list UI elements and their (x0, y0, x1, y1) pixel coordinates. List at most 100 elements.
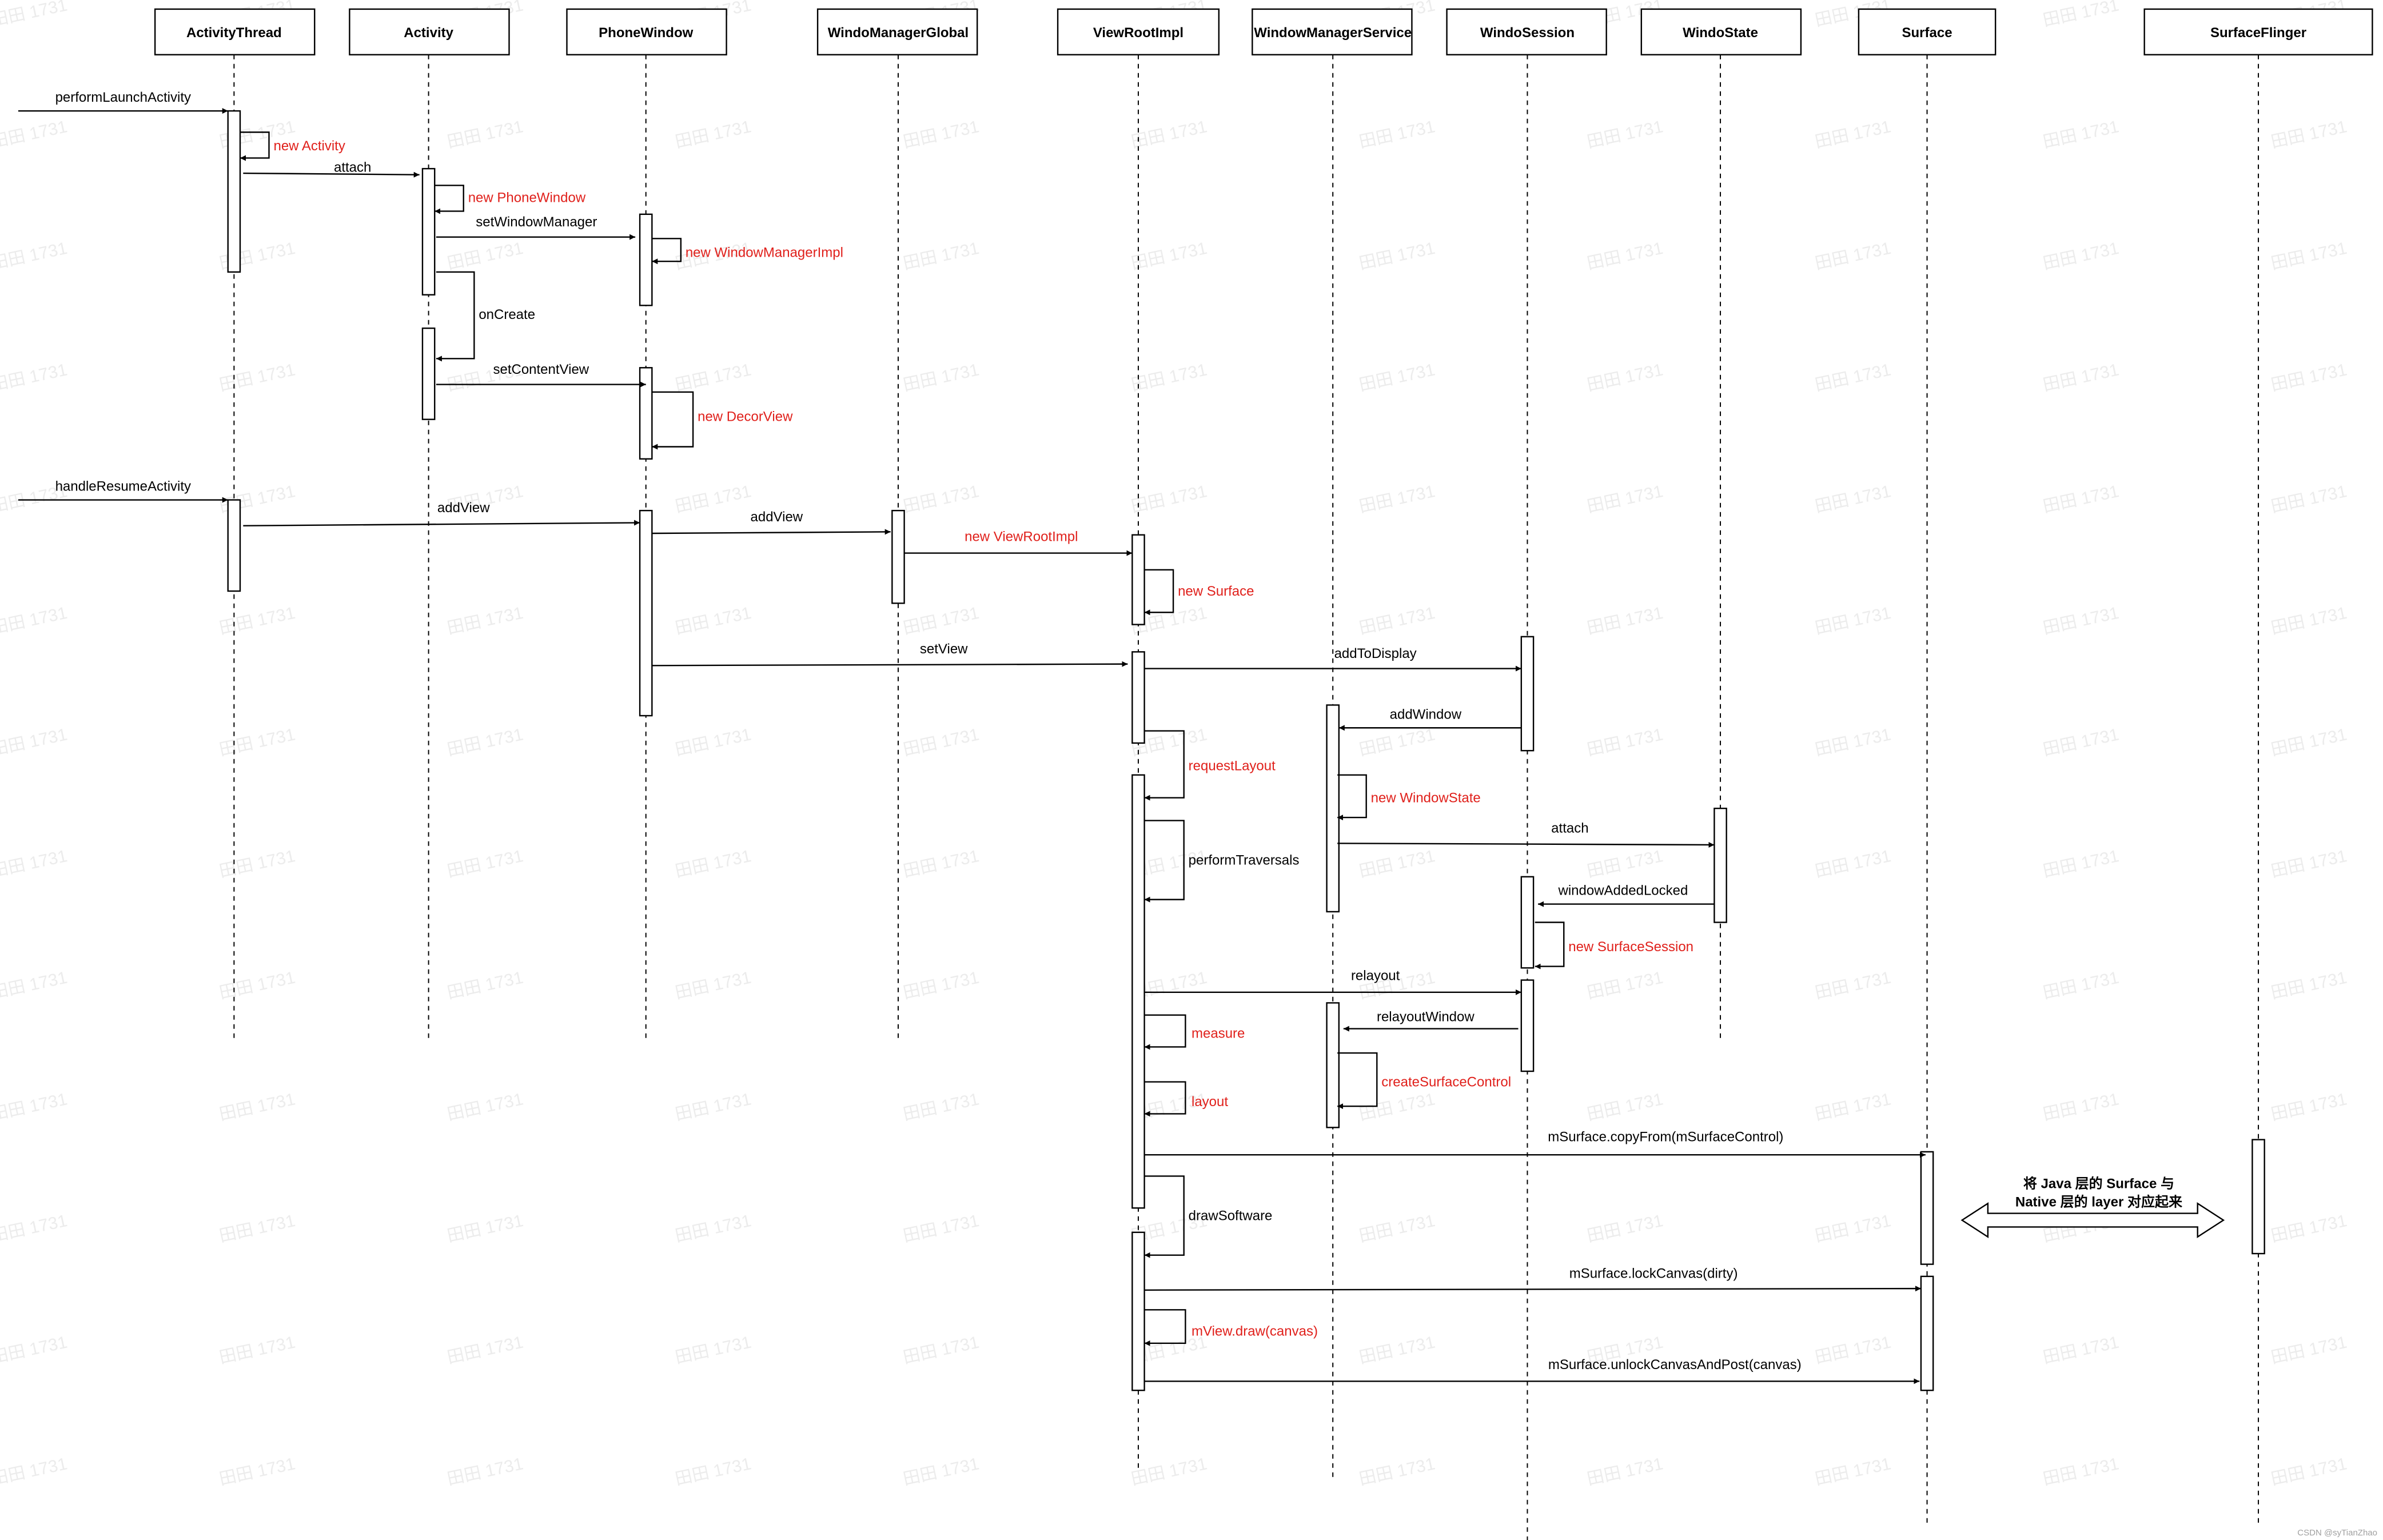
watermark-text: 田田 1731 (2269, 968, 2349, 1003)
watermark-text: 田田 1731 (445, 847, 525, 881)
self-message-arrow (1144, 1175, 1185, 1258)
self-message-arrow (1144, 1081, 1186, 1117)
activation-window-manager-service (1326, 1002, 1340, 1128)
message-addtodisplay: addToDisplay (1144, 646, 1521, 672)
watermark-text: 田田 1731 (0, 1454, 69, 1489)
activation-surface (1920, 1275, 1934, 1391)
watermark-text: 田田 1731 (2041, 725, 2121, 759)
participant-box (816, 8, 978, 55)
watermark-text: 田田 1731 (217, 725, 297, 759)
watermark-text: 田田 1731 (674, 482, 753, 516)
watermark-text: 田田 1731 (1585, 1090, 1665, 1124)
watermark-text: 田田 1731 (2041, 1090, 2121, 1124)
message-label: new DecorView (698, 409, 793, 424)
message-label: setView (920, 641, 968, 657)
watermark-text: 田田 1731 (1813, 968, 1892, 1003)
watermark-text: 田田 1731 (445, 1454, 525, 1489)
message-label: drawSoftware (1189, 1208, 1273, 1224)
watermark-text: 田田 1731 (1129, 1454, 1209, 1489)
watermark-text: 田田 1731 (0, 117, 69, 151)
message-label: handleResumeActivity (55, 479, 191, 494)
activation-activity (421, 167, 436, 296)
message-label: attach (1551, 821, 1588, 836)
watermark-text: 田田 1731 (1813, 482, 1892, 516)
watermark-text: 田田 1731 (217, 968, 297, 1003)
watermark-text: 田田 1731 (902, 360, 981, 394)
message-msurface-copyfrom-msurfacecontrol: mSurface.copyFrom(mSurfaceControl) (1144, 1129, 1926, 1158)
watermark-text: 田田 1731 (674, 1333, 753, 1367)
watermark-text: 田田 1731 (674, 1090, 753, 1124)
message-label: relayout (1351, 968, 1400, 984)
activation-phone-window (639, 509, 653, 717)
message-label: mSurface.unlockCanvasAndPost(canvas) (1548, 1357, 1802, 1373)
watermark-text: 田田 1731 (2041, 239, 2121, 273)
watermark-text: 田田 1731 (674, 360, 753, 394)
message-attach: attach (243, 159, 420, 178)
activation-windo-session (1520, 979, 1535, 1072)
credit-text: CSDN @syTianZhao (2297, 1528, 2377, 1538)
participant-surface-flinger: SurfaceFlinger (2143, 8, 2373, 55)
self-message-arrow (1144, 1309, 1186, 1346)
watermark-text: 田田 1731 (2041, 482, 2121, 516)
watermark-text: 田田 1731 (2041, 1333, 2121, 1367)
watermark-text: 田田 1731 (1813, 117, 1892, 151)
message-performlaunchactivity: performLaunchActivity (18, 90, 228, 114)
watermark-text: 田田 1731 (217, 360, 297, 394)
participant-view-root-impl: ViewRootImpl (1057, 8, 1220, 55)
participant-box (349, 8, 510, 55)
message-label: new ViewRootImpl (965, 529, 1078, 544)
self-message-arrow (652, 238, 682, 265)
message-label: mSurface.copyFrom(mSurfaceControl) (1548, 1129, 1783, 1144)
participant-label: ActivityThread (186, 25, 282, 41)
watermark-text: 田田 1731 (217, 1454, 297, 1489)
message-label: addView (751, 509, 803, 525)
watermark-text: 田田 1731 (0, 968, 69, 1003)
watermark-text: 田田 1731 (2269, 1211, 2349, 1246)
message-label: layout (1192, 1094, 1228, 1110)
self-message-arrow (240, 131, 270, 161)
watermark-text: 田田 1731 (2041, 604, 2121, 638)
watermark-text: 田田 1731 (2041, 0, 2121, 30)
activation-windo-session (1520, 636, 1535, 752)
watermark-text: 田田 1731 (2269, 117, 2349, 151)
watermark-text: 田田 1731 (1585, 847, 1665, 881)
activation-windo-state (1713, 807, 1727, 923)
participant-box (1640, 8, 1802, 55)
message-label: new Activity (273, 138, 345, 154)
watermark-text: 田田 1731 (902, 604, 981, 638)
participant-label: WindowManagerService (1254, 25, 1412, 41)
participant-label: WindoState (1683, 25, 1758, 41)
message-addwindow: addWindow (1338, 707, 1521, 731)
message-label: attach (334, 159, 371, 175)
message-layout: layout (1144, 1081, 1228, 1117)
watermark-text: 田田 1731 (1585, 1454, 1665, 1489)
participant-label: WindoManagerGlobal (828, 25, 969, 41)
participant-window-manager-service: WindowManagerService (1252, 8, 1413, 55)
watermark-text: 田田 1731 (1357, 1454, 1437, 1489)
participant-label: Activity (404, 25, 453, 41)
watermark-text: 田田 1731 (2269, 239, 2349, 273)
watermark-text: 田田 1731 (445, 604, 525, 638)
participant-box (2143, 8, 2373, 55)
message-relayout: relayout (1144, 968, 1521, 995)
message-addview: addView (652, 509, 891, 535)
self-message-arrow (1337, 774, 1367, 821)
watermark-text: 田田 1731 (2269, 482, 2349, 516)
message-new-activity: new Activity (240, 131, 345, 161)
message-label: new WindowState (1371, 791, 1481, 806)
watermark-text: 田田 1731 (1813, 1454, 1892, 1489)
watermark-text: 田田 1731 (902, 1333, 981, 1367)
watermark-text: 田田 1731 (674, 968, 753, 1003)
activation-view-root-impl (1131, 774, 1145, 1209)
watermark-text: 田田 1731 (217, 1211, 297, 1246)
message-label: mSurface.lockCanvas(dirty) (1569, 1266, 1738, 1282)
watermark-text: 田田 1731 (902, 725, 981, 759)
message-label: relayoutWindow (1377, 1009, 1475, 1024)
message-label: new SurfaceSession (1568, 939, 1693, 955)
message-label: setWindowManager (476, 214, 597, 230)
message-label: measure (1192, 1026, 1245, 1042)
message-label: new PhoneWindow (468, 190, 586, 206)
message-mview-draw-canvas: mView.draw(canvas) (1144, 1309, 1318, 1346)
message-oncreate: onCreate (436, 271, 535, 362)
